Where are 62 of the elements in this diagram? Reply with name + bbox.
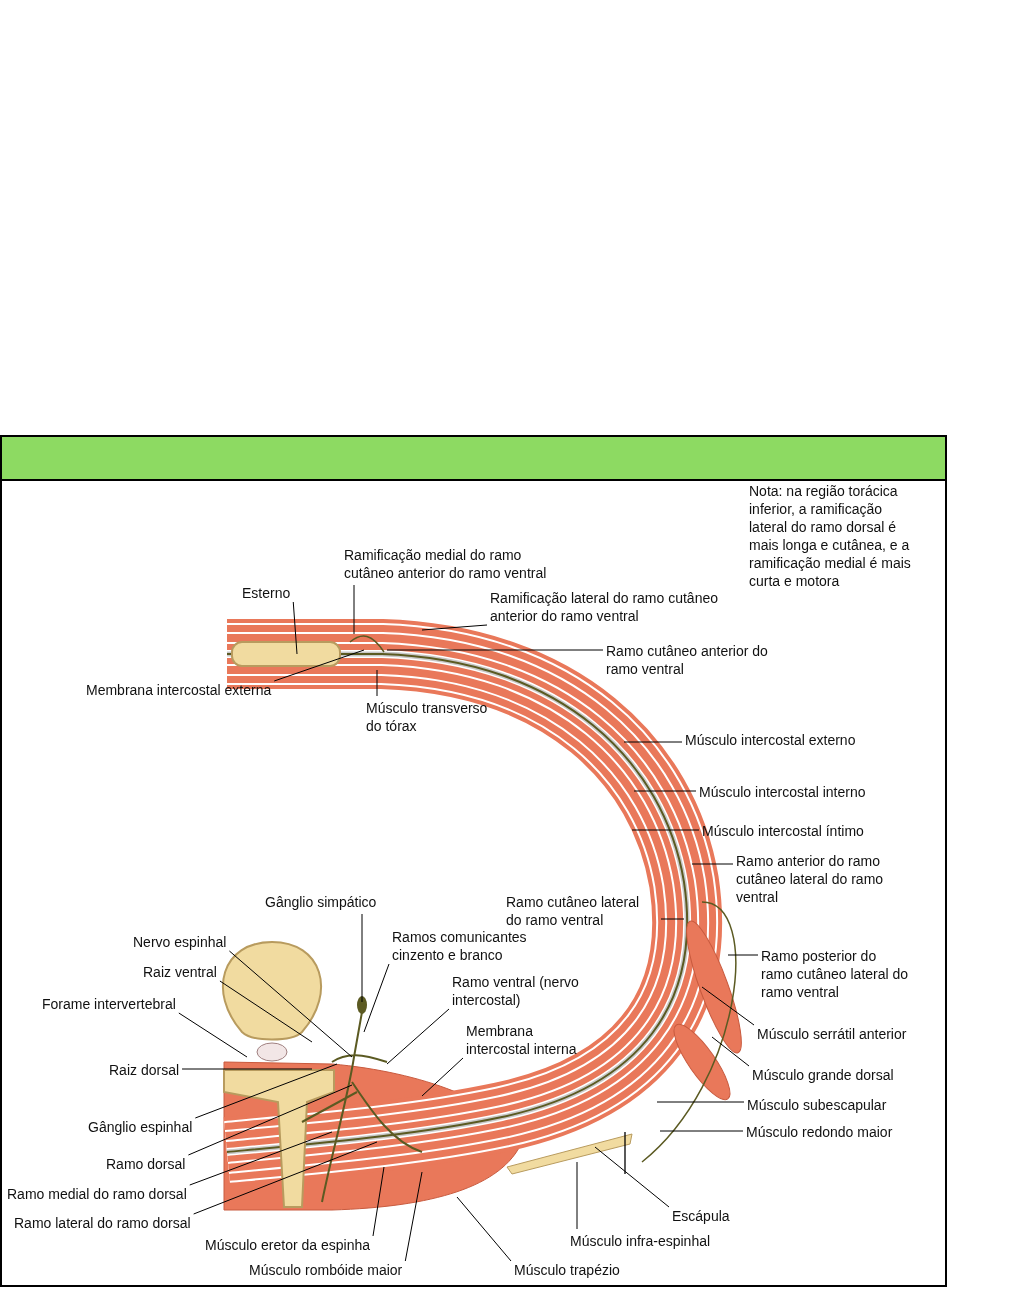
leader-line	[456, 1196, 512, 1262]
anatomy-label: Músculo transverso do tórax	[366, 699, 506, 735]
leader-line	[363, 963, 390, 1033]
leader-line	[576, 1161, 578, 1230]
leader-line	[193, 1141, 378, 1215]
leader-line	[404, 1171, 423, 1262]
anatomy-label: Ramos comunicantes cinzento e branco	[392, 928, 552, 964]
leader-line	[372, 1166, 385, 1237]
leader-line	[421, 1057, 464, 1097]
anatomy-label: Esterno	[242, 584, 291, 602]
anatomy-label: Escápula	[672, 1207, 730, 1225]
anatomy-label: Gânglio simpático	[265, 893, 377, 911]
leader-line	[691, 863, 734, 865]
anatomy-label: Músculo serrátil anterior	[757, 1025, 907, 1043]
anatomy-label: Ramificação lateral do ramo cutâneo anterior do ramo ventral	[490, 589, 720, 625]
anatomy-label: Ramo medial do ramo dorsal	[7, 1185, 187, 1203]
leader-line	[189, 1131, 333, 1186]
leader-line	[631, 829, 700, 831]
leader-line	[386, 649, 604, 651]
anatomy-label: Músculo subescapular	[747, 1096, 887, 1114]
leader-line	[656, 1101, 745, 1103]
anatomy-label: Ramo anterior do ramo cutâneo lateral do ramo ventral	[736, 852, 908, 906]
leader-line	[659, 1130, 744, 1132]
note-text: Nota: na região torácica inferior, a ramificação lateral do ramo dorsal é mais longa e cutânea, e a ramificação medial é mais curta e motora	[749, 482, 912, 590]
anatomy-label: Músculo rombóide maior	[249, 1261, 403, 1279]
leader-line	[421, 624, 488, 631]
leader-line	[386, 1008, 450, 1065]
anatomy-label: Músculo grande dorsal	[752, 1066, 894, 1084]
leader-line	[219, 980, 313, 1043]
anatomy-label: Raiz dorsal	[109, 1061, 180, 1079]
anatomy-label: Músculo intercostal interno	[699, 783, 866, 801]
leader-line	[178, 1012, 248, 1058]
anatomy-label: Membrana intercostal interna	[466, 1022, 596, 1058]
anatomy-label: Ramificação medial do ramo cutâneo anterior do ramo ventral	[344, 546, 574, 582]
leader-line	[187, 1084, 353, 1156]
leader-line	[353, 584, 355, 635]
leader-line	[273, 649, 365, 682]
leader-line	[194, 1063, 338, 1119]
leader-line	[594, 1146, 670, 1208]
leader-line	[711, 1036, 750, 1067]
leader-line	[376, 669, 378, 697]
anatomy-label: Músculo redondo maior	[746, 1123, 893, 1141]
leader-line	[361, 913, 363, 1003]
anatomy-label: Músculo intercostal externo	[685, 731, 856, 749]
leader-line	[623, 741, 683, 743]
leader-line	[660, 918, 685, 920]
anatomy-label: Músculo infra-espinhal	[570, 1232, 711, 1250]
anatomy-label: Músculo eretor da espinha	[205, 1236, 370, 1254]
leader-line	[181, 1068, 313, 1070]
anatomy-label: Raiz ventral	[143, 963, 217, 981]
anatomy-label: Ramo cutâneo anterior do ramo ventral	[606, 642, 771, 678]
anatomy-label: Músculo trapézio	[514, 1261, 620, 1279]
anatomy-label: Ramo ventral (nervo intercostal)	[452, 973, 602, 1009]
anatomy-label: Ramo dorsal	[106, 1155, 186, 1173]
anatomy-label: Gânglio espinhal	[88, 1118, 193, 1136]
anatomy-label: Ramo posterior do ramo cutâneo lateral do ramo ventral	[761, 947, 911, 1001]
anatomy-label: Ramo lateral do ramo dorsal	[14, 1214, 191, 1232]
anatomy-label: Ramo cutâneo lateral do ramo ventral	[506, 893, 658, 929]
anatomy-label: Nervo espinhal	[133, 933, 227, 951]
leader-line	[701, 986, 755, 1026]
leader-line	[727, 954, 759, 956]
anatomy-label: Forame intervertebral	[42, 995, 176, 1013]
